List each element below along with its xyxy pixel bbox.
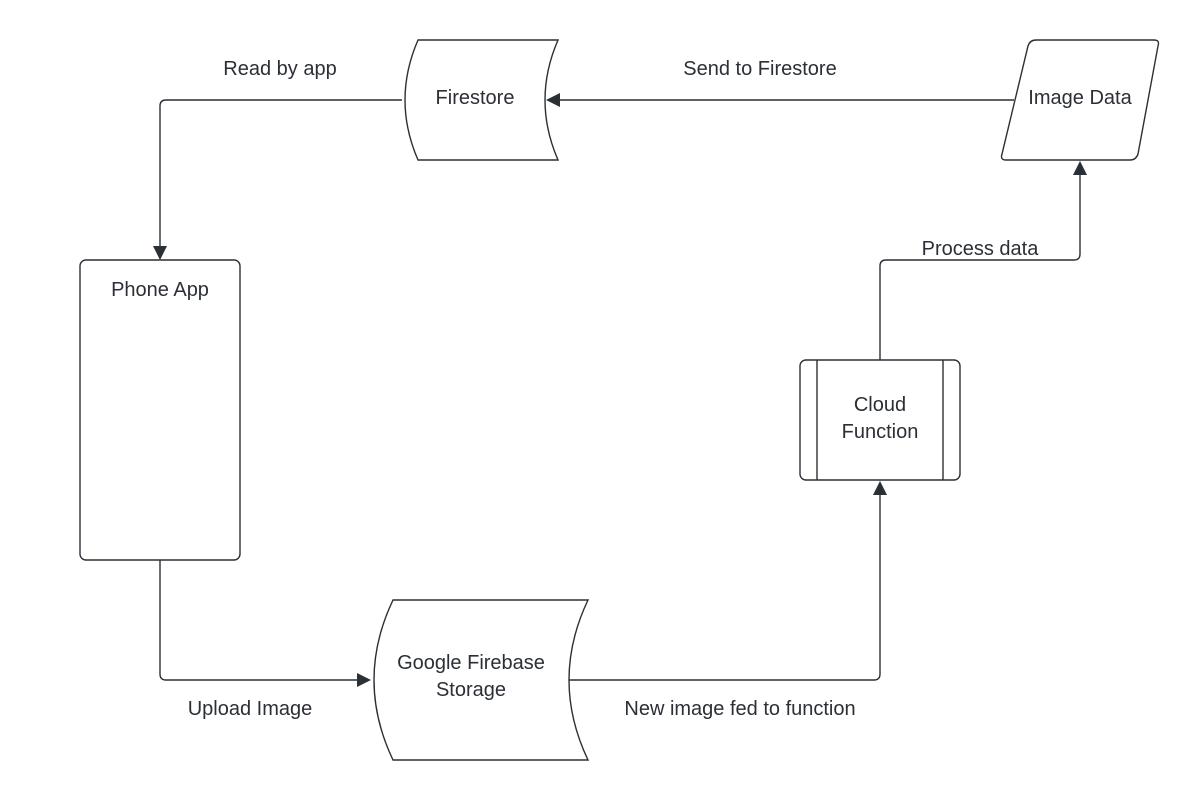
node-phone-app-label: Phone App bbox=[111, 279, 209, 301]
label-new-image-fed: New image fed to function bbox=[624, 698, 855, 720]
process-shape bbox=[799, 359, 961, 481]
node-cloud-function-label-line2: Function bbox=[842, 421, 919, 443]
node-firebase-storage-label-line1: Google Firebase bbox=[397, 652, 545, 674]
arrowhead-down-icon bbox=[153, 246, 167, 260]
node-phone-app[interactable]: Phone App bbox=[79, 259, 241, 561]
label-send-to-firestore: Send to Firestore bbox=[683, 58, 836, 80]
node-firebase-storage-label-line2: Storage bbox=[436, 679, 506, 701]
rectangle-shape bbox=[79, 259, 241, 561]
edge-read-by-app bbox=[153, 99, 402, 260]
label-upload-image: Upload Image bbox=[188, 698, 313, 720]
node-firebase-storage[interactable]: Google Firebase Storage bbox=[373, 599, 590, 761]
node-cloud-function[interactable]: Cloud Function bbox=[799, 359, 961, 481]
connector-line bbox=[159, 560, 357, 681]
connector-line bbox=[879, 175, 1081, 360]
stored-data-shape bbox=[404, 39, 560, 161]
node-image-data[interactable]: Image Data bbox=[1000, 39, 1160, 161]
edge-new-image-fed bbox=[568, 481, 887, 681]
arrowhead-up-icon bbox=[873, 481, 887, 495]
node-cloud-function-label-line1: Cloud bbox=[854, 394, 906, 416]
label-read-by-app: Read by app bbox=[223, 58, 336, 80]
connector-line bbox=[159, 99, 402, 246]
edge-send-to-firestore bbox=[546, 93, 1014, 107]
edge-process-data bbox=[879, 161, 1087, 360]
node-image-data-label: Image Data bbox=[1028, 87, 1132, 109]
node-firestore[interactable]: Firestore bbox=[404, 39, 560, 161]
label-process-data: Process data bbox=[922, 238, 1040, 260]
arrowhead-up-icon bbox=[1073, 161, 1087, 175]
connector-line bbox=[568, 495, 881, 681]
arrowhead-right-icon bbox=[357, 673, 371, 687]
edge-upload-image bbox=[159, 560, 371, 687]
stored-data-shape bbox=[373, 599, 590, 761]
node-firestore-label: Firestore bbox=[436, 87, 515, 109]
arrowhead-left-icon bbox=[546, 93, 560, 107]
parallelogram-shape bbox=[1000, 39, 1160, 161]
